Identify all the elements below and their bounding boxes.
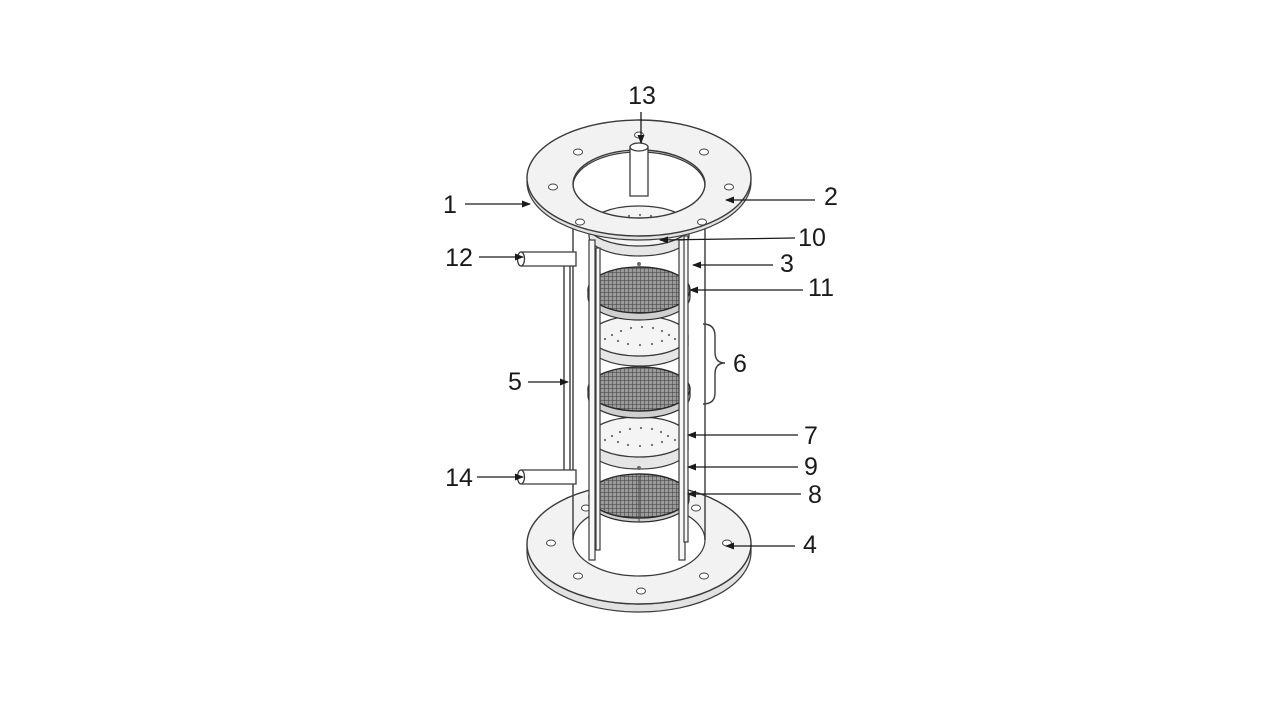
side-pipes xyxy=(516,251,577,485)
callout-8: 8 xyxy=(808,481,822,509)
middle-plate-holes xyxy=(603,325,677,347)
lower-perforated-plate xyxy=(589,416,689,470)
callout-3: 3 xyxy=(780,250,794,278)
callout-leaders xyxy=(465,112,815,550)
callout-2: 2 xyxy=(824,183,838,211)
middle-mesh-screen xyxy=(587,366,691,419)
top-flange xyxy=(526,119,752,241)
callout-11: 11 xyxy=(808,274,834,302)
bottom-mesh-screen xyxy=(588,473,690,523)
callout-14: 14 xyxy=(445,464,473,492)
top-flange-bolt-holes xyxy=(548,131,734,226)
bottom-flange xyxy=(526,483,752,613)
top-inlet-pipe xyxy=(629,142,649,197)
group-bracket xyxy=(702,323,726,405)
callout-1: 1 xyxy=(443,191,457,219)
callout-4: 4 xyxy=(803,531,817,559)
support-rods xyxy=(588,235,689,561)
callout-6: 6 xyxy=(733,350,747,378)
callout-12: 12 xyxy=(445,244,473,272)
callout-7: 7 xyxy=(804,422,818,450)
callout-13: 13 xyxy=(628,82,656,110)
callout-labels: 1 2 3 4 5 6 7 8 9 10 11 12 13 14 xyxy=(443,82,838,559)
lower-plate-holes xyxy=(603,426,677,448)
callout-9: 9 xyxy=(804,453,818,481)
middle-perforated-plate xyxy=(589,315,689,367)
callout-10: 10 xyxy=(798,224,826,252)
callout-5: 5 xyxy=(508,368,522,396)
upper-mesh-screen xyxy=(587,262,691,321)
